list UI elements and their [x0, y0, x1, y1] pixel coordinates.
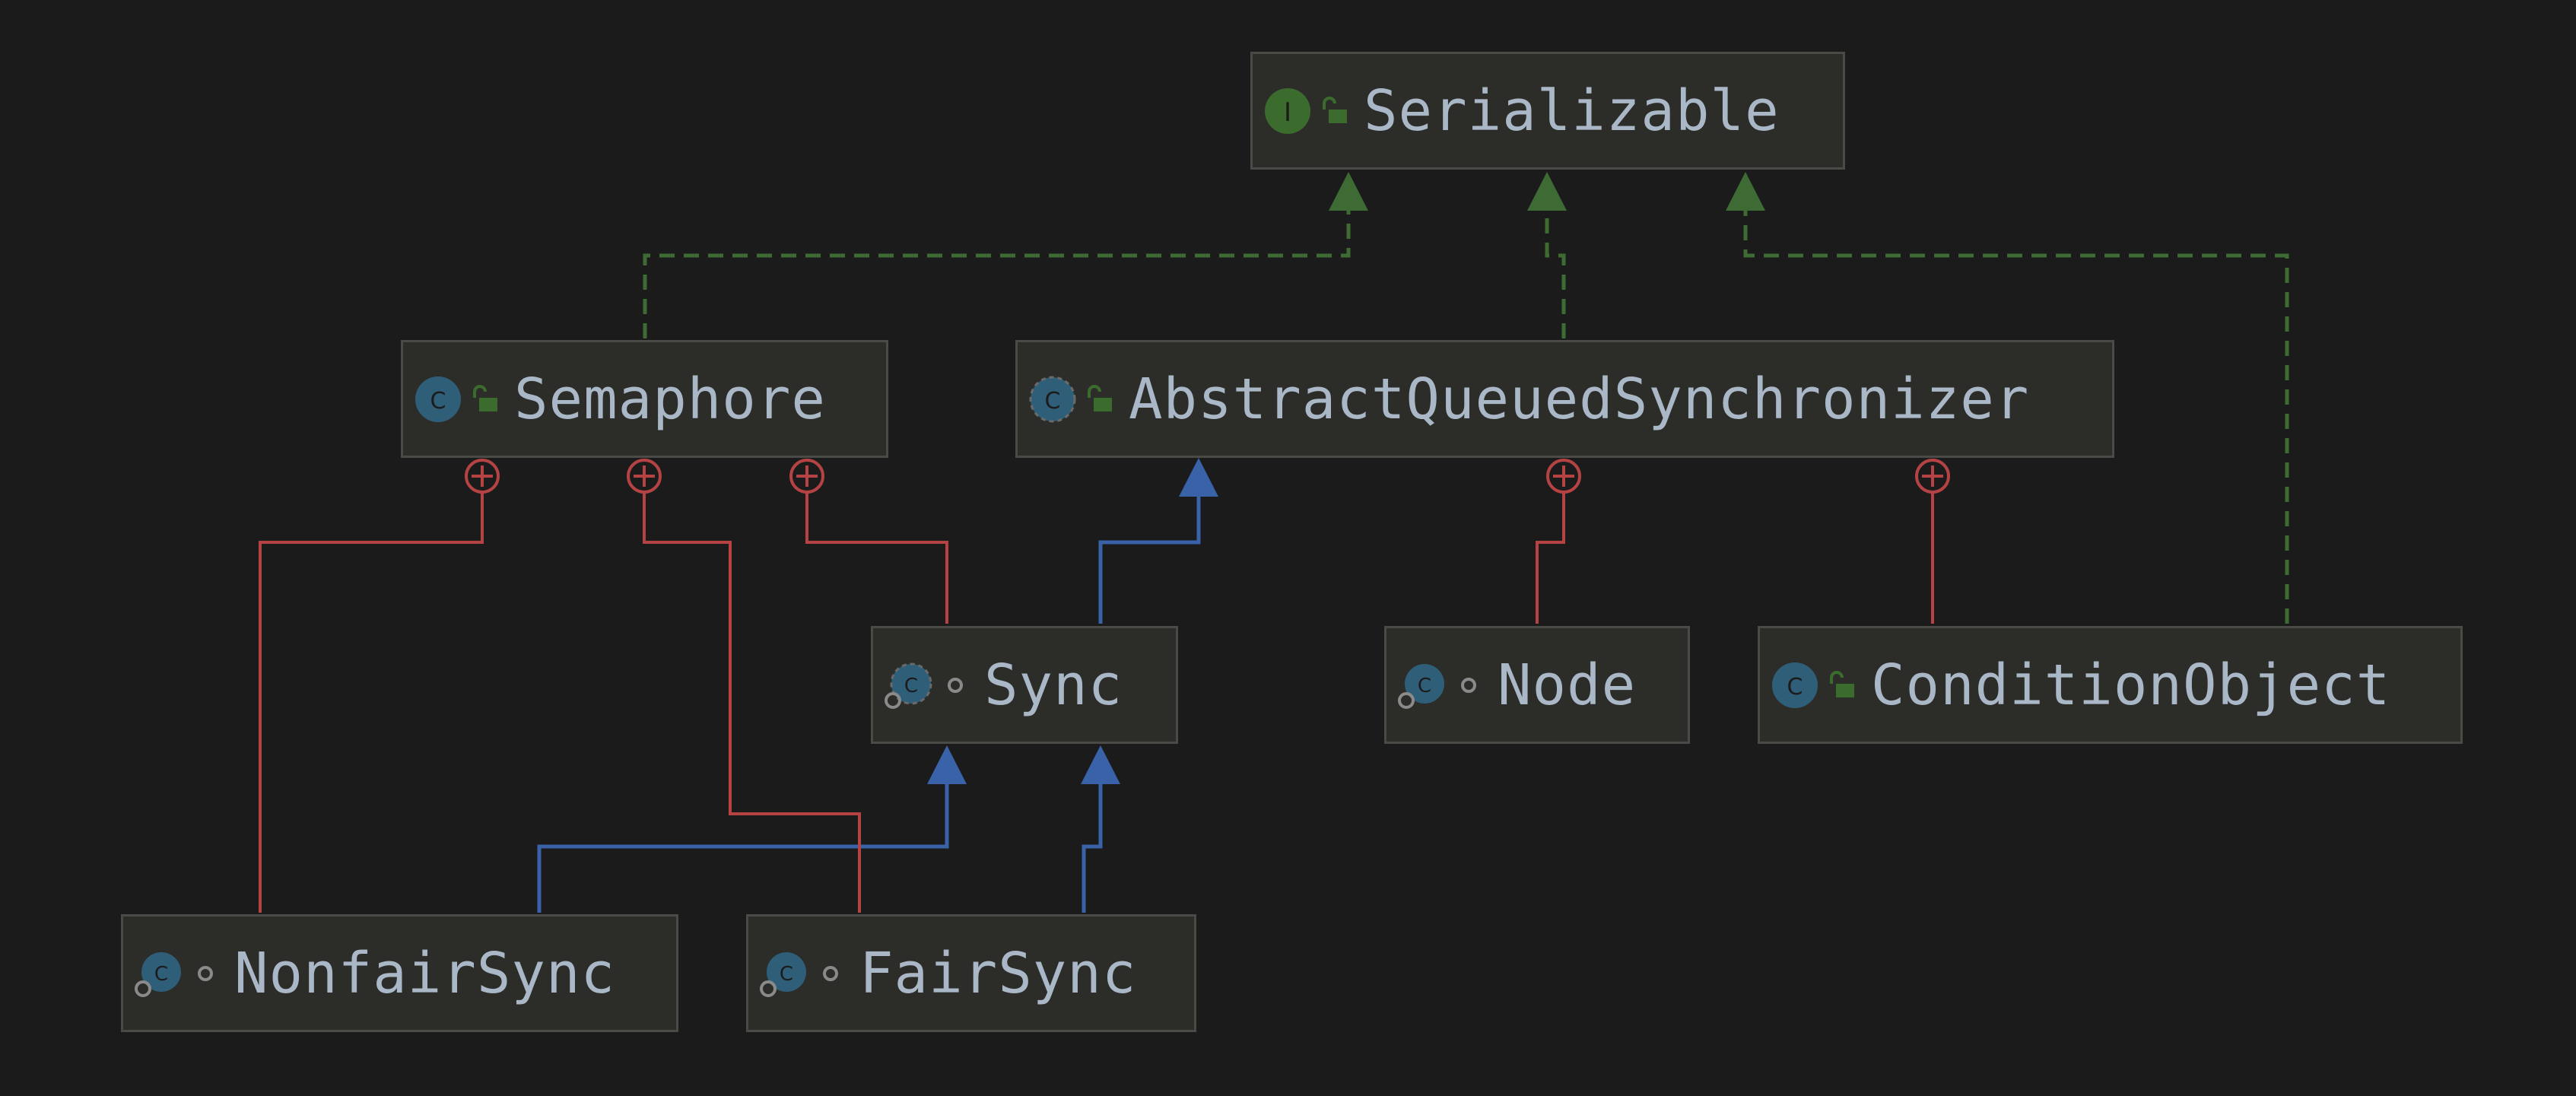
arrowhead-extends-2 [927, 745, 967, 784]
arrowhead-extends-1 [1179, 458, 1218, 497]
arrowhead-extends-3 [1081, 745, 1120, 784]
edge-node-inner-of-aqs [1536, 492, 1565, 624]
node-fair-sync[interactable]: C FairSync [746, 914, 1196, 1032]
edge-sync-extends-aqs [1098, 496, 1201, 624]
edge-nonfairsync-inner-of-semaphore [259, 492, 484, 913]
node-node[interactable]: C Node [1384, 626, 1690, 744]
interface-icon: I [1263, 87, 1312, 135]
svg-text:C: C [1787, 674, 1803, 700]
arrowhead-implements-1 [1329, 172, 1368, 211]
circle-plus-marker-1 [465, 459, 500, 494]
circle-plus-marker-4 [1546, 459, 1581, 494]
node-serializable[interactable]: I Serializable [1250, 52, 1845, 170]
node-sync-label: Sync [984, 652, 1123, 718]
node-semaphore-label: Semaphore [514, 366, 826, 432]
circle-plus-marker-5 [1915, 459, 1950, 494]
implements-arrowheads [1329, 172, 1765, 211]
node-aqs-label: AbstractQueuedSynchronizer [1129, 366, 2030, 432]
package-private-icon [1446, 670, 1484, 700]
abstract-static-class-icon: C [884, 661, 932, 710]
circle-plus-marker-2 [627, 459, 662, 494]
circle-plus-marker-3 [789, 459, 824, 494]
node-abstract-queued-synchronizer[interactable]: C AbstractQueuedSynchronizer [1015, 340, 2114, 458]
edge-sync-inner-of-semaphore [805, 492, 948, 624]
package-private-icon [932, 670, 970, 700]
package-private-icon [808, 958, 846, 989]
public-lock-icon [1312, 96, 1350, 126]
edge-fairsync-extends-sync [1082, 783, 1103, 913]
svg-text:C: C [154, 963, 168, 986]
arrowhead-implements-2 [1527, 172, 1567, 211]
svg-text:C: C [1045, 388, 1061, 415]
class-icon: C [414, 375, 462, 424]
static-class-icon: C [134, 949, 183, 998]
public-lock-icon [462, 384, 500, 415]
inner-class-markers [465, 459, 1950, 494]
node-fair-sync-label: FairSync [859, 940, 1137, 1006]
svg-text:I: I [1284, 97, 1291, 128]
node-serializable-label: Serializable [1364, 78, 1780, 144]
node-semaphore[interactable]: C Semaphore [401, 340, 888, 458]
svg-text:C: C [430, 388, 446, 415]
edge-aqs-implements-serializable [1545, 210, 1566, 338]
node-nonfair-sync[interactable]: C NonfairSync [121, 914, 678, 1032]
edge-fairsync-inner-of-semaphore [643, 492, 861, 913]
abstract-class-icon: C [1028, 375, 1077, 424]
public-lock-icon [1077, 384, 1115, 415]
static-class-icon: C [759, 949, 808, 998]
static-class-icon: C [1397, 661, 1446, 710]
edge-semaphore-implements-serializable [643, 210, 1351, 338]
edge-nonfairsync-extends-sync [537, 783, 949, 913]
svg-text:C: C [1418, 675, 1431, 697]
svg-text:C: C [904, 675, 918, 697]
class-icon: C [1771, 661, 1819, 710]
arrowhead-implements-3 [1726, 172, 1765, 211]
svg-text:C: C [780, 963, 793, 986]
node-condition-object[interactable]: C ConditionObject [1758, 626, 2463, 744]
node-nonfair-sync-label: NonfairSync [234, 940, 616, 1006]
node-node-label: Node [1498, 652, 1637, 718]
package-private-icon [183, 958, 221, 989]
public-lock-icon [1819, 670, 1857, 700]
node-sync[interactable]: C Sync [871, 626, 1178, 744]
node-condition-object-label: ConditionObject [1871, 652, 2391, 718]
